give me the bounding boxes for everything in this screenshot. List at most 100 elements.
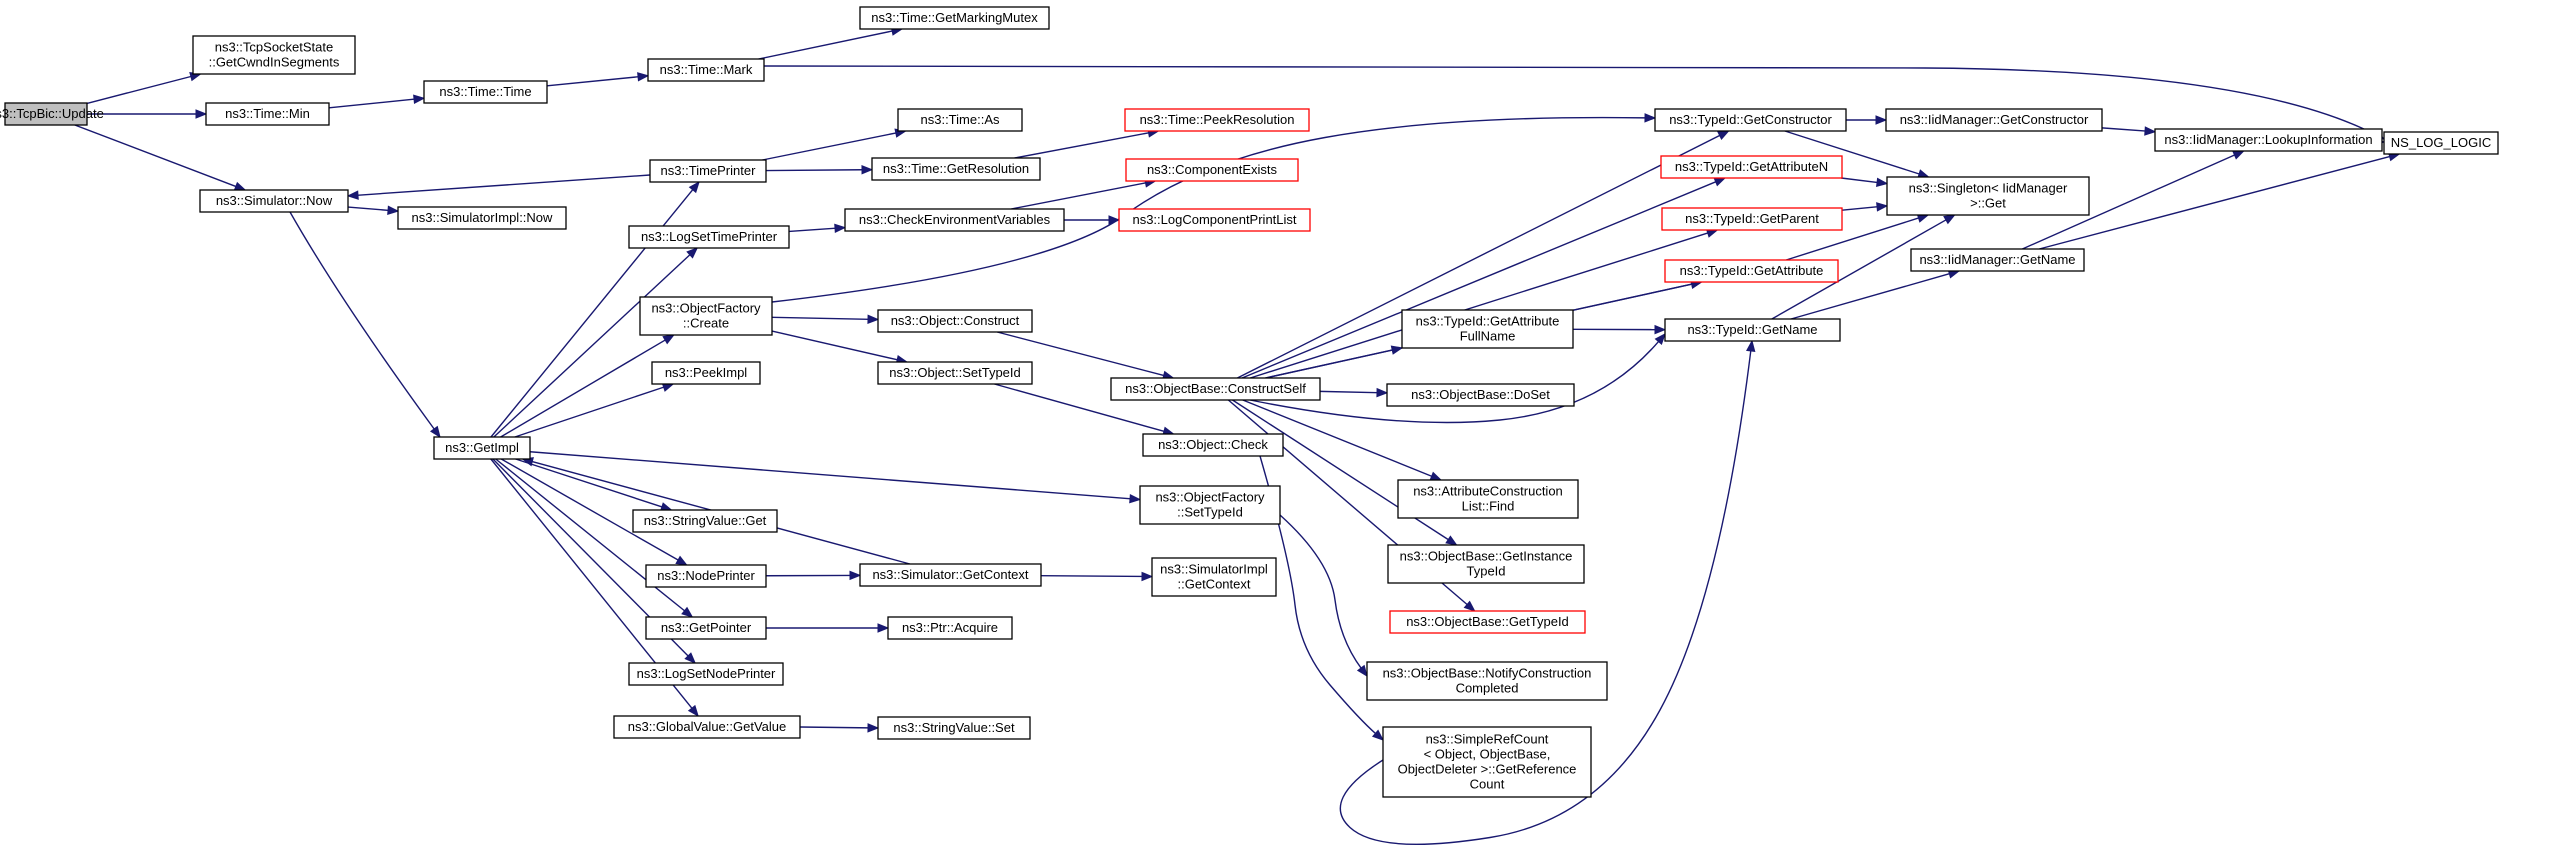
node-tidgetname[interactable]: ns3::TypeId::GetName [1664, 318, 1841, 342]
node-box [192, 35, 356, 75]
node-strget[interactable]: ns3::StringValue::Get [632, 509, 778, 533]
node-timemark[interactable]: ns3::Time::Mark [647, 58, 765, 82]
node-box [1660, 155, 1843, 179]
node-iidgetctor[interactable]: ns3::IidManager::GetConstructor [1885, 108, 2103, 132]
node-label: ns3::AttributeConstruction [1413, 484, 1563, 499]
node-timeprinter[interactable]: ns3::TimePrinter [649, 159, 767, 183]
edge-arrowhead [1875, 115, 1888, 125]
node-obdoset[interactable]: ns3::ObjectBase::DoSet [1386, 383, 1575, 407]
node-getres[interactable]: ns3::Time::GetResolution [871, 157, 1041, 181]
node-box [1661, 207, 1843, 231]
node-ptracquire[interactable]: ns3::Ptr::Acquire [887, 616, 1013, 640]
node-simnow[interactable]: ns3::Simulator::Now [199, 189, 349, 213]
edge-checkenv-to-compexists [1011, 178, 1157, 210]
edge-line [347, 206, 390, 212]
node-label: ns3::Time::Mark [660, 62, 753, 77]
node-objcheck[interactable]: ns3::Object::Check [1142, 433, 1284, 457]
edge-objfcreate-to-objconstruct [771, 314, 880, 324]
node-iidgetname[interactable]: ns3::IidManager::GetName [1910, 248, 2085, 272]
node-label: ns3::TcpSocketState [215, 40, 334, 55]
node-box [1401, 309, 1574, 349]
node-box [645, 564, 767, 588]
edge-tidattrfull-to-tidgetname [1572, 324, 1667, 335]
node-simimplctx[interactable]: ns3::SimulatorImpl::GetContext [1151, 557, 1277, 597]
node-objfsettid[interactable]: ns3::ObjectFactory::SetTypeId [1139, 485, 1281, 525]
edge-iidgetname-to-nslog [2039, 152, 2401, 250]
node-box [397, 206, 567, 230]
node-box [1382, 726, 1592, 798]
node-label: ns3::SimulatorImpl::Now [412, 210, 553, 225]
edge-arrowhead [637, 72, 650, 82]
node-peekimpl[interactable]: ns3::PeekImpl [651, 361, 761, 385]
edge-arrowhead [688, 180, 700, 194]
node-simimplnow[interactable]: ns3::SimulatorImpl::Now [397, 206, 567, 230]
node-label: ns3::TypeId::GetAttribute [1680, 263, 1824, 278]
node-checkenv[interactable]: ns3::CheckEnvironmentVariables [844, 208, 1065, 232]
node-box [1397, 479, 1579, 519]
node-logcomp[interactable]: ns3::LogComponentPrintList [1118, 208, 1311, 232]
edge-arrowhead [684, 652, 697, 664]
edge-tidgetname-to-singleton [1771, 214, 1956, 320]
node-label: ns3::ComponentExists [1147, 162, 1278, 177]
node-peekres[interactable]: ns3::Time::PeekResolution [1124, 108, 1310, 132]
edge-arrowhead [675, 555, 688, 566]
node-tidgetattr[interactable]: ns3::TypeId::GetAttribute [1664, 259, 1839, 283]
node-timemin[interactable]: ns3::Time::Min [205, 102, 330, 126]
node-box [1886, 176, 2090, 216]
node-tidgetattrn[interactable]: ns3::TypeId::GetAttributeN [1660, 155, 1843, 179]
edge-arrowhead [849, 570, 862, 581]
node-getcwnd[interactable]: ns3::TcpSocketState::GetCwndInSegments [192, 35, 356, 75]
node-timeas[interactable]: ns3::Time::As [897, 108, 1023, 132]
node-getpointer[interactable]: ns3::GetPointer [645, 616, 767, 640]
node-tidgetctor[interactable]: ns3::TypeId::GetConstructor [1654, 108, 1847, 132]
edge-line [771, 316, 870, 320]
node-box [1664, 259, 1839, 283]
node-update[interactable]: ns3::TcpBic::Update [0, 102, 104, 126]
edge-logsettime-to-checkenv [788, 223, 847, 234]
edge-objfcreate-to-objsettid [771, 330, 909, 365]
node-obgettid[interactable]: ns3::ObjectBase::GetTypeId [1389, 610, 1586, 634]
edge-getimpl-to-nodeprinter [500, 458, 688, 566]
edge-line [1784, 130, 1921, 175]
edge-line [799, 726, 870, 729]
node-objsettid[interactable]: ns3::Object::SetTypeId [877, 361, 1033, 385]
edge-arrowhead [1129, 493, 1142, 504]
node-strset[interactable]: ns3::StringValue::Set [877, 716, 1031, 740]
node-simgetctx[interactable]: ns3::Simulator::GetContext [859, 563, 1042, 587]
node-markmutex[interactable]: ns3::Time::GetMarkingMutex [859, 6, 1050, 30]
node-obnotify[interactable]: ns3::ObjectBase::NotifyConstructionCompl… [1366, 661, 1608, 701]
node-box [2154, 128, 2383, 152]
node-refcount[interactable]: ns3::SimpleRefCount< Object, ObjectBase,… [1382, 726, 1592, 798]
node-nslog[interactable]: NS_LOG_LOGIC [2383, 131, 2499, 155]
node-logsettime[interactable]: ns3::LogSetTimePrinter [628, 225, 790, 249]
node-timetime[interactable]: ns3::Time::Time [423, 80, 548, 104]
node-label: ns3::IidManager::GetConstructor [1900, 112, 2089, 127]
node-label: List::Find [1462, 499, 1515, 514]
edge-arrowhead [233, 181, 247, 191]
node-gvgetvalue[interactable]: ns3::GlobalValue::GetValue [613, 715, 801, 739]
node-tidgetparent[interactable]: ns3::TypeId::GetParent [1661, 207, 1843, 231]
node-objconstruct[interactable]: ns3::Object::Construct [877, 309, 1033, 333]
edge-line [1841, 206, 1879, 211]
edge-obconstructself-to-tidgetattrn [1241, 177, 1727, 379]
node-singleton[interactable]: ns3::Singleton< IidManager >::Get [1886, 176, 2090, 216]
edge-line [1040, 574, 1144, 578]
node-getimpl[interactable]: ns3::GetImpl [433, 436, 531, 460]
node-logsetnode[interactable]: ns3::LogSetNodePrinter [628, 662, 784, 686]
node-obconstructself[interactable]: ns3::ObjectBase::ConstructSelf [1110, 377, 1321, 401]
edge-arrowhead [1717, 130, 1730, 140]
node-box [1118, 208, 1311, 232]
edge-arrowhead [1445, 535, 1458, 546]
edge-arrowhead [429, 425, 441, 439]
edge-arrowhead [1943, 214, 1956, 225]
node-compexists[interactable]: ns3::ComponentExists [1125, 158, 1299, 182]
node-box [1125, 158, 1299, 182]
node-objfcreate[interactable]: ns3::ObjectFactory::Create [639, 296, 773, 336]
node-label: ns3::TypeId::GetAttribute [1416, 314, 1560, 329]
edge-timeprinter-to-timeas [762, 128, 907, 161]
node-nodeprinter[interactable]: ns3::NodePrinter [645, 564, 767, 588]
node-iidlookup[interactable]: ns3::IidManager::LookupInformation [2154, 128, 2383, 152]
